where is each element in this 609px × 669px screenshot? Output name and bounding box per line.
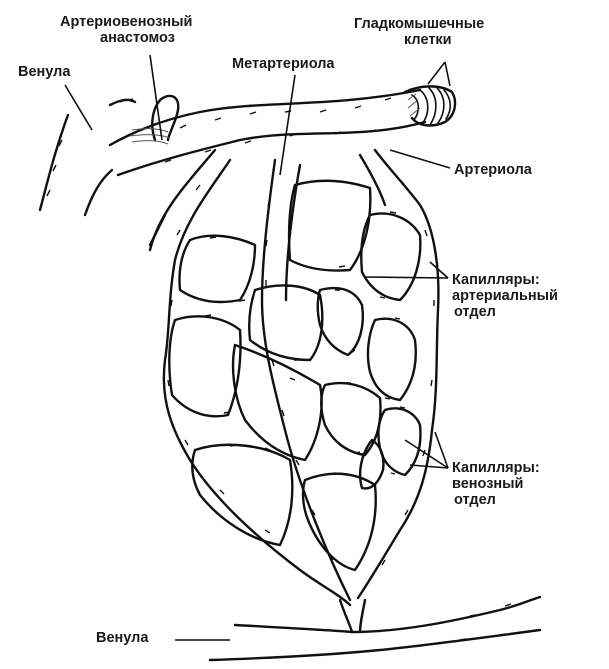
leader-metarteriole	[280, 75, 295, 175]
leader-cap-arterial-1	[365, 277, 448, 278]
label-cap-arterial-line3: отдел	[452, 304, 558, 320]
label-cap-venous-line1: Капилляры:	[452, 460, 540, 476]
label-smooth-muscle-line2: клетки	[354, 32, 484, 48]
label-smooth-muscle-line1: Гладкомышечные	[354, 16, 484, 32]
label-metarteriole-text: Метартериола	[232, 56, 335, 72]
label-av-anastomosis-line2: анастомоз	[60, 30, 192, 46]
venule-top-vessel	[40, 99, 135, 215]
leader-smooth-muscle-1	[428, 62, 445, 84]
label-cap-venous-line3: отдел	[452, 492, 540, 508]
label-av-anastomosis-line1: Артериовенозный	[60, 14, 192, 30]
label-venule-bottom: Венула	[96, 630, 148, 646]
label-venule-top-text: Венула	[18, 64, 70, 80]
label-capillaries-venous: Капилляры: венозный отдел	[452, 460, 540, 508]
capillary-network	[150, 150, 438, 632]
arteriole-flow-marks	[165, 98, 391, 162]
label-venule-top: Венула	[18, 64, 70, 80]
leader-cap-venous-3	[410, 465, 448, 468]
leader-venule-top	[65, 85, 92, 130]
leader-arteriole	[390, 150, 450, 168]
label-cap-venous-line2: венозный	[452, 476, 540, 492]
leader-lines	[65, 55, 450, 640]
venule-bottom-vessel	[210, 597, 540, 660]
leader-cap-venous-2	[435, 432, 448, 468]
label-smooth-muscle: Гладкомышечные клетки	[354, 16, 484, 48]
label-metarteriole: Метартериола	[232, 56, 335, 72]
label-cap-arterial-line1: Капилляры:	[452, 272, 558, 288]
label-arteriole: Артериола	[454, 162, 532, 178]
label-capillaries-arterial: Капилляры: артериальный отдел	[452, 272, 558, 320]
label-arteriole-text: Артериола	[454, 162, 532, 178]
label-av-anastomosis: Артериовенозный анастомоз	[60, 14, 192, 46]
label-venule-bottom-text: Венула	[96, 630, 148, 646]
leader-smooth-muscle-2	[445, 62, 450, 86]
label-cap-arterial-line2: артериальный	[452, 288, 558, 304]
